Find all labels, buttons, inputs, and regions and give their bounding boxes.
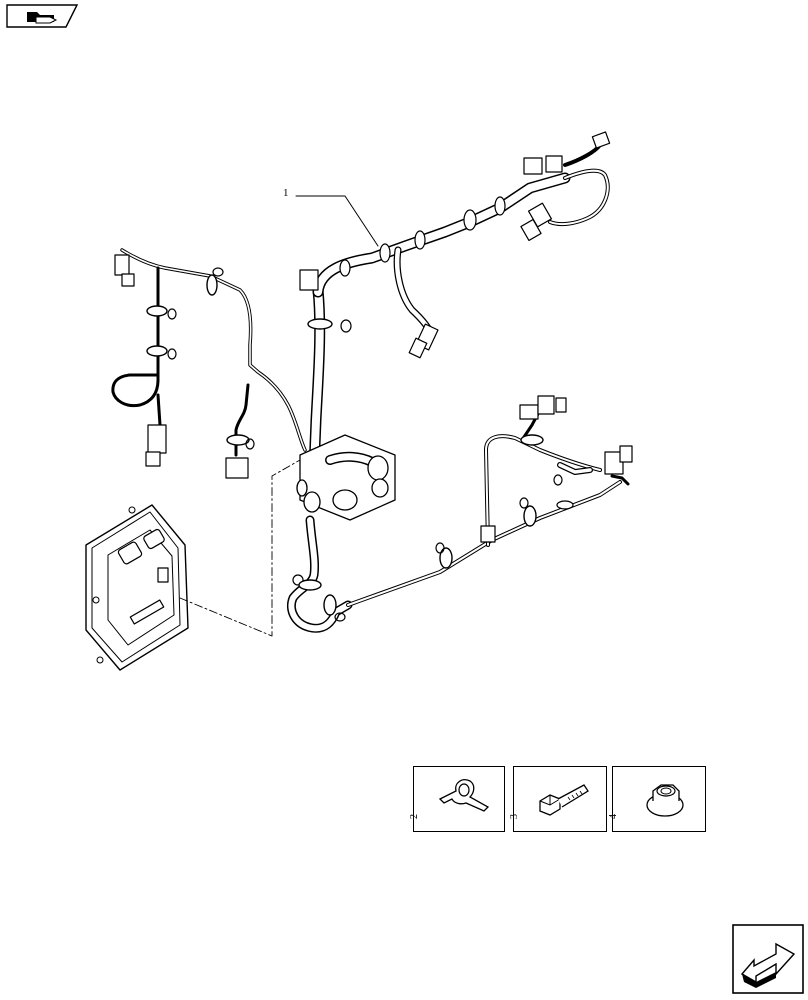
catalog-nav-icon[interactable] <box>6 4 78 28</box>
folder-hand-icon <box>27 12 58 24</box>
part-number-4: 4 <box>608 814 619 819</box>
left-sub-harness <box>111 248 307 479</box>
ecu-module <box>85 504 189 671</box>
lower-harness <box>286 395 633 633</box>
part-box-2[interactable]: 2 <box>409 766 505 832</box>
part-number-3: 3 <box>509 814 520 819</box>
bolt-icon <box>539 784 589 816</box>
part-box-3[interactable]: 3 <box>509 766 607 832</box>
p-clamp-icon <box>438 779 490 812</box>
ecu-mounting-leader <box>179 459 301 637</box>
part-number-2: 2 <box>409 814 420 819</box>
flange-nut-icon <box>646 784 684 817</box>
next-page-arrow-icon <box>740 942 796 988</box>
callout-number-1: 1 <box>283 187 289 199</box>
next-page-button[interactable] <box>732 924 804 994</box>
central-connector-block <box>296 434 396 521</box>
part-box-4[interactable]: 4 <box>608 766 706 832</box>
callout-leader-1 <box>295 195 379 247</box>
main-harness-trunk <box>299 131 611 476</box>
